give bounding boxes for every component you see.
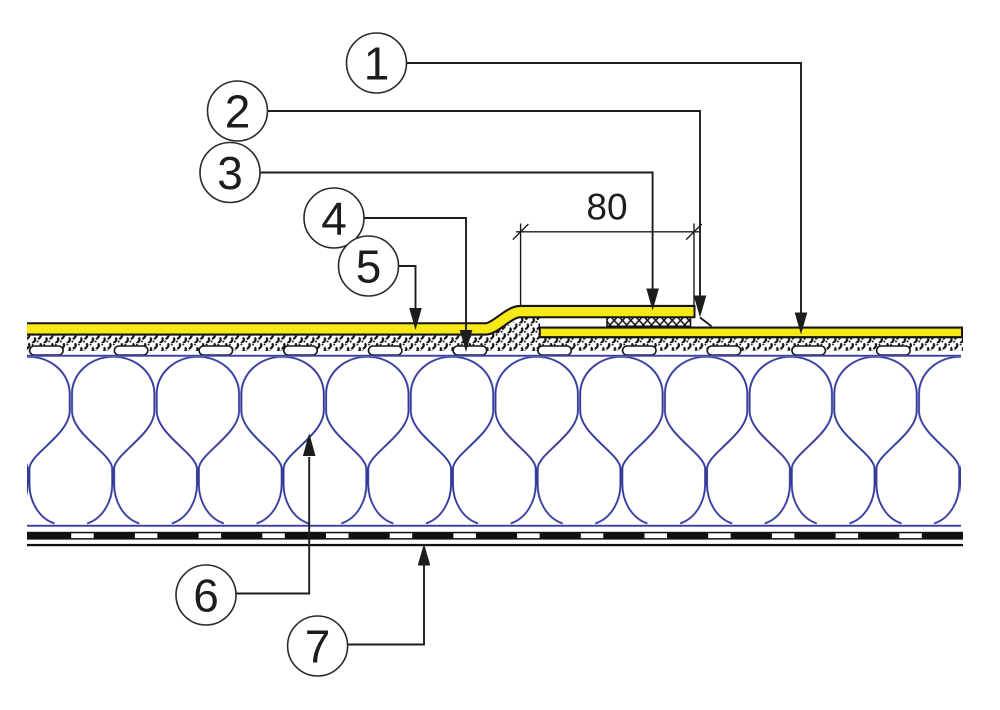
svg-text:4: 4 bbox=[321, 193, 347, 245]
svg-text:3: 3 bbox=[217, 147, 243, 199]
svg-text:80: 80 bbox=[586, 187, 627, 228]
svg-text:5: 5 bbox=[356, 241, 382, 293]
svg-text:1: 1 bbox=[364, 38, 390, 90]
svg-text:7: 7 bbox=[305, 621, 331, 673]
svg-text:6: 6 bbox=[193, 570, 219, 622]
svg-text:2: 2 bbox=[225, 86, 251, 138]
